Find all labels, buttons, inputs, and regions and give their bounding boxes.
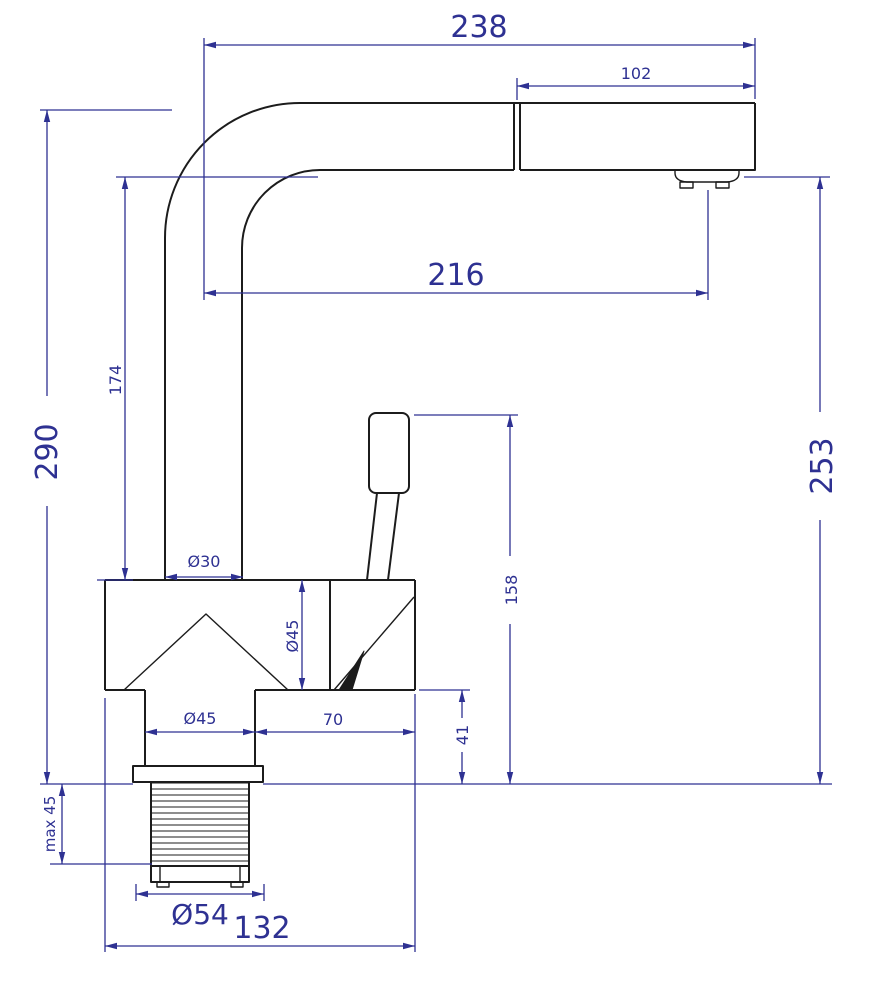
lever-stem <box>366 492 400 581</box>
dim-label-riser-height: 174 <box>106 365 125 396</box>
dim-label-riser-diameter: Ø30 <box>188 552 221 571</box>
aerator-tab-right <box>715 181 730 189</box>
dim-label-max-deck-thickness: max 45 <box>41 796 59 853</box>
nut-foot-right <box>230 881 244 888</box>
dim-label-total-height: 290 <box>30 423 65 480</box>
dim-label-outlet-height: 253 <box>805 437 840 494</box>
aerator-outline <box>674 170 740 183</box>
faucet-outline <box>104 102 756 888</box>
threaded-shank <box>150 781 250 867</box>
dim-label-base-diameter: Ø45 <box>184 709 217 728</box>
mounting-nut <box>150 865 250 883</box>
dimension-labels: 238 102 216 174 290 253 158 Ø30 Ø45 Ø45 … <box>30 10 840 946</box>
body-cone-lines <box>123 613 289 691</box>
dim-label-base-bottom-height: 41 <box>453 725 472 745</box>
dim-label-head-length: 102 <box>621 64 652 83</box>
dim-label-flange-diameter: Ø54 <box>171 898 229 931</box>
dimension-lines <box>40 38 832 952</box>
spout-outer-profile <box>164 102 755 580</box>
dim-label-footprint-width: 132 <box>233 911 290 946</box>
dim-label-body-diameter: Ø45 <box>283 620 302 653</box>
spout-inner-profile <box>241 169 514 580</box>
mounting-flange <box>132 765 264 783</box>
lever-grip <box>368 412 410 494</box>
dim-label-handle-top-height: 158 <box>502 575 521 606</box>
spray-head-outline <box>520 103 756 171</box>
dim-label-overall-width: 238 <box>450 10 507 45</box>
nut-foot-left <box>156 881 170 888</box>
dim-label-spout-reach: 216 <box>427 258 484 293</box>
aerator-tab-left <box>679 181 694 189</box>
handle-base-wedge <box>338 650 365 691</box>
dim-label-body-offset: 70 <box>323 710 343 729</box>
handle-base-diagonal <box>333 596 415 691</box>
